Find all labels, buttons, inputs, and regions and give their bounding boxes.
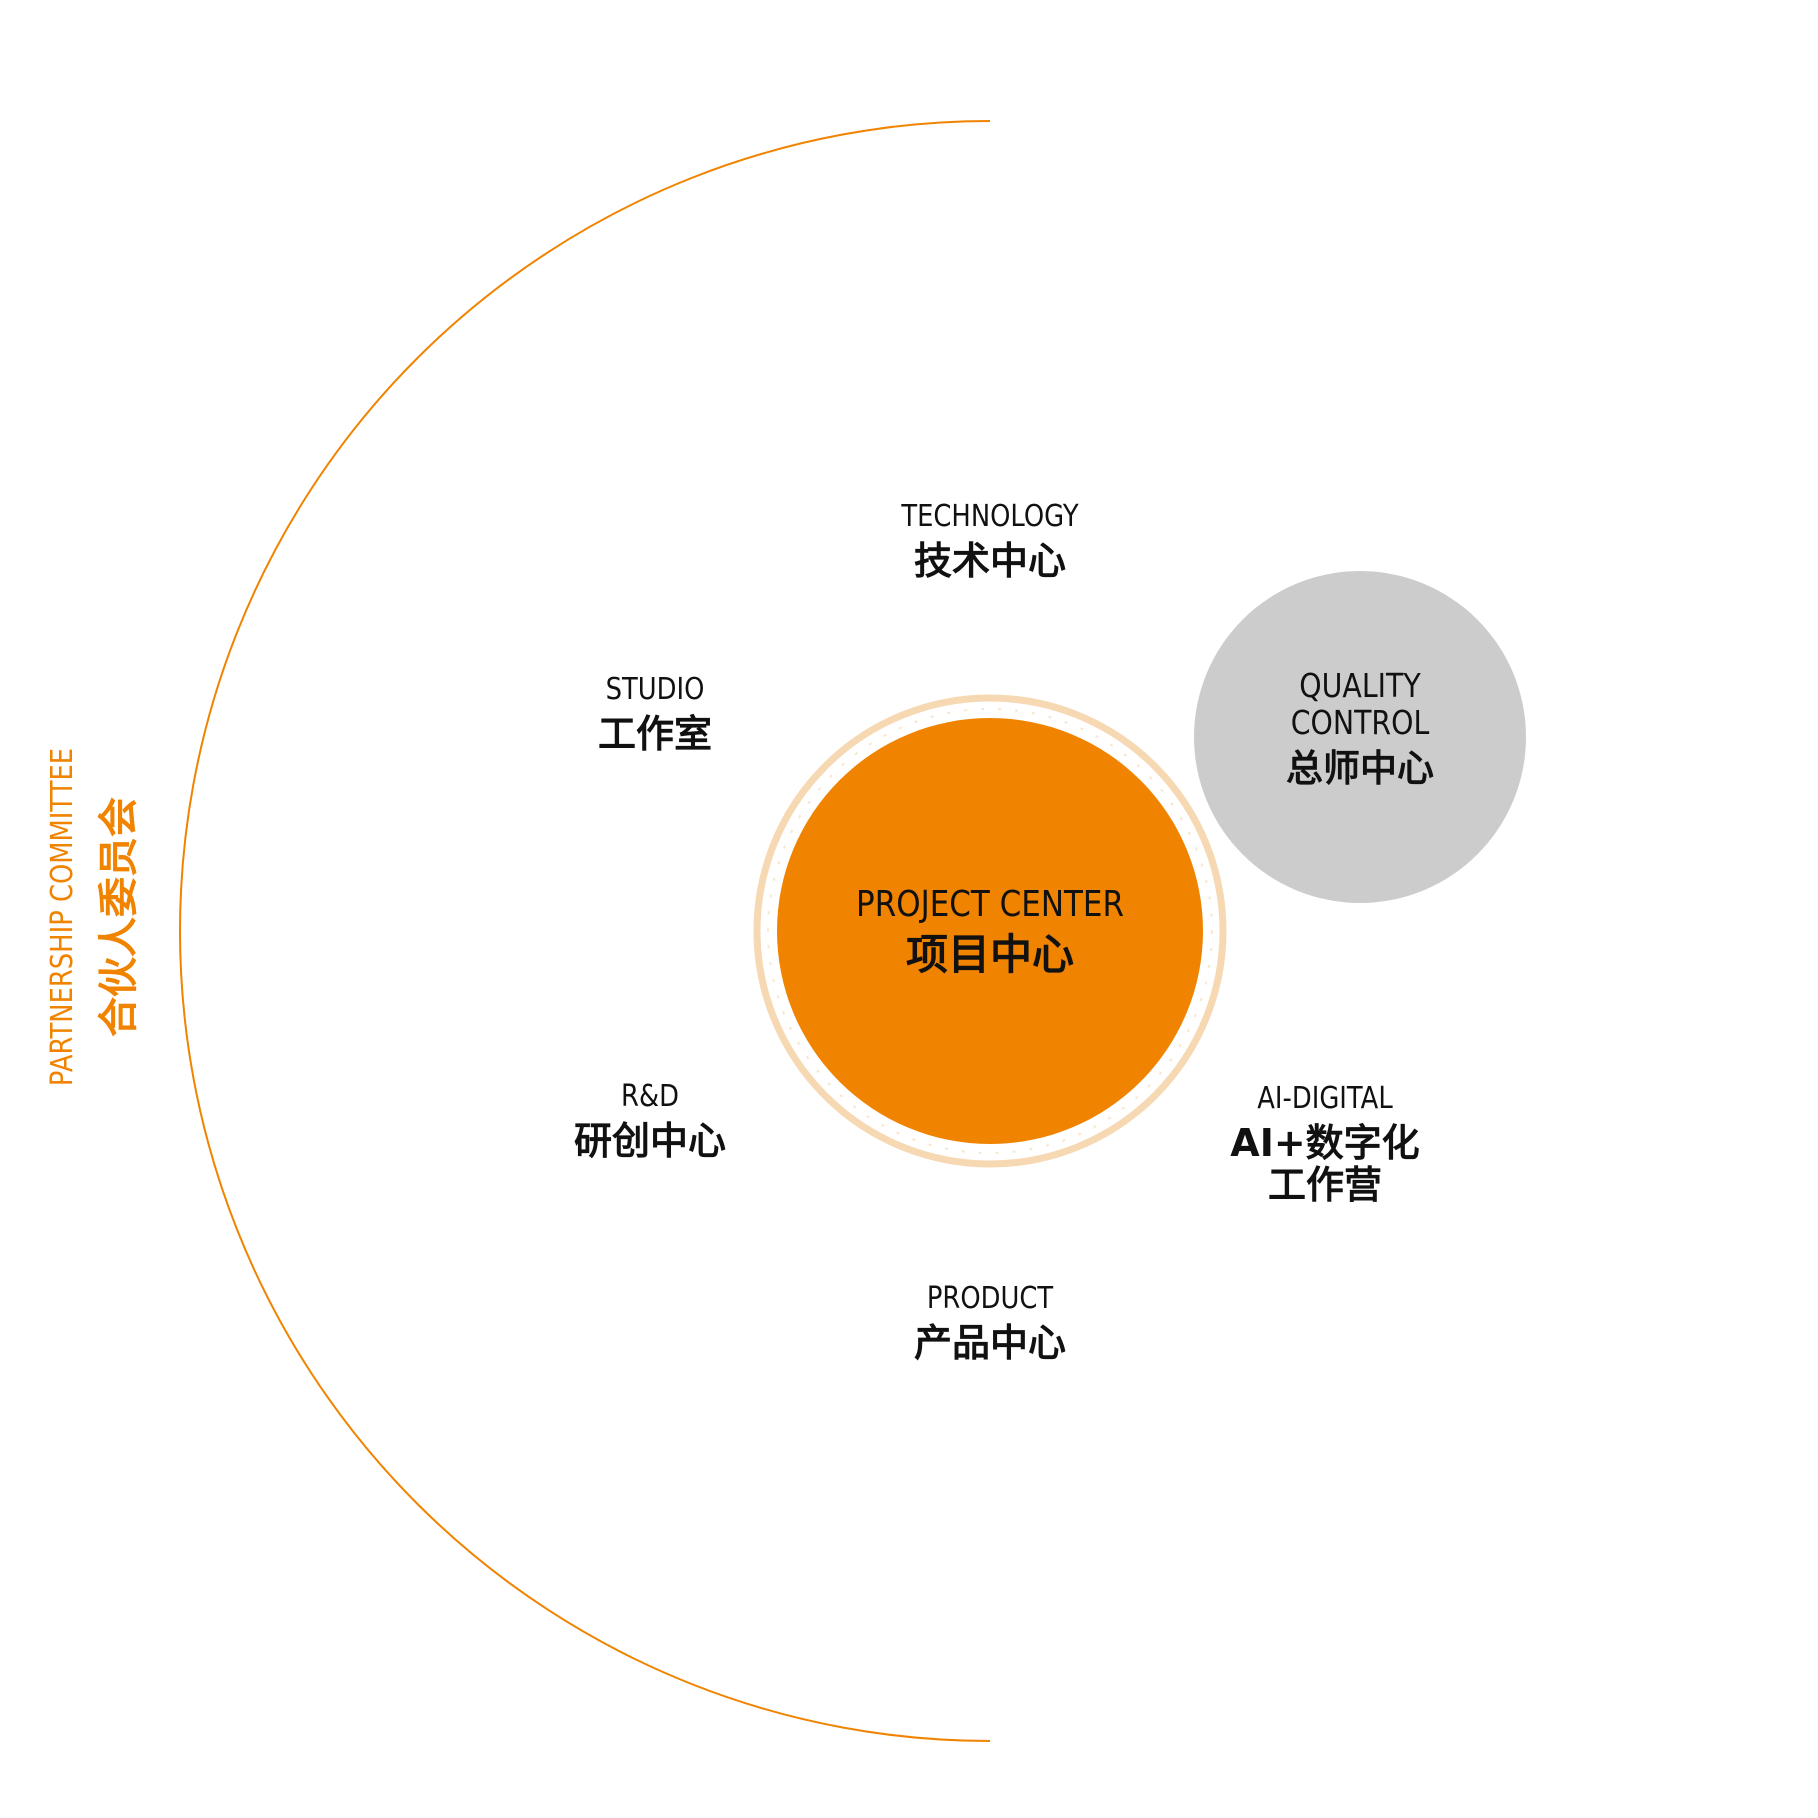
project-center-ring — [753, 694, 1227, 1168]
quality-control-label-zh: 总师中心 — [1286, 746, 1434, 790]
committee-arc — [179, 120, 991, 1742]
project-center-circle — [777, 718, 1203, 1144]
studio-label-en: STUDIO — [605, 672, 705, 707]
ai-digital-label-zh-line2: 工作营 — [1267, 1163, 1382, 1208]
quality-control-label-en-line2: CONTROL — [1290, 702, 1430, 742]
project-center-label-en: PROJECT CENTER — [856, 884, 1124, 925]
product-label-zh: 产品中心 — [913, 1320, 1066, 1365]
ai-digital-label-en: AI-DIGITAL — [1257, 1081, 1393, 1116]
ai-digital-label: AI-DIGITAL AI+数字化 工作营 — [1175, 1082, 1475, 1207]
project-center-label-zh: 项目中心 — [905, 930, 1074, 980]
quality-control-label: QUALITY CONTROL 总师中心 — [1210, 666, 1510, 790]
technology-label: TECHNOLOGY 技术中心 — [840, 500, 1140, 582]
rnd-label-en: R&D — [621, 1079, 679, 1114]
product-label: PRODUCT 产品中心 — [840, 1282, 1140, 1364]
rnd-label: R&D 研创中心 — [525, 1080, 775, 1162]
quality-control-circle — [1194, 571, 1526, 903]
project-center-ring-dots — [767, 708, 1213, 1154]
rnd-label-zh: 研创中心 — [573, 1118, 726, 1163]
committee-label: PARTNERSHIP COMMITTEE 合伙人委员会 — [45, 677, 175, 1157]
product-label-en: PRODUCT — [926, 1281, 1054, 1316]
project-center-label: PROJECT CENTER 项目中心 — [790, 884, 1190, 980]
technology-label-en: TECHNOLOGY — [901, 499, 1079, 534]
ai-digital-label-zh-line1: AI+数字化 — [1230, 1120, 1420, 1165]
quality-control-label-en-line1: QUALITY — [1299, 666, 1421, 705]
studio-label: STUDIO 工作室 — [530, 673, 780, 755]
technology-label-zh: 技术中心 — [913, 538, 1066, 583]
committee-label-en: PARTNERSHIP COMMITTEE — [45, 747, 80, 1087]
studio-label-zh: 工作室 — [597, 711, 712, 756]
committee-label-zh: 合伙人委员会 — [96, 797, 142, 1037]
